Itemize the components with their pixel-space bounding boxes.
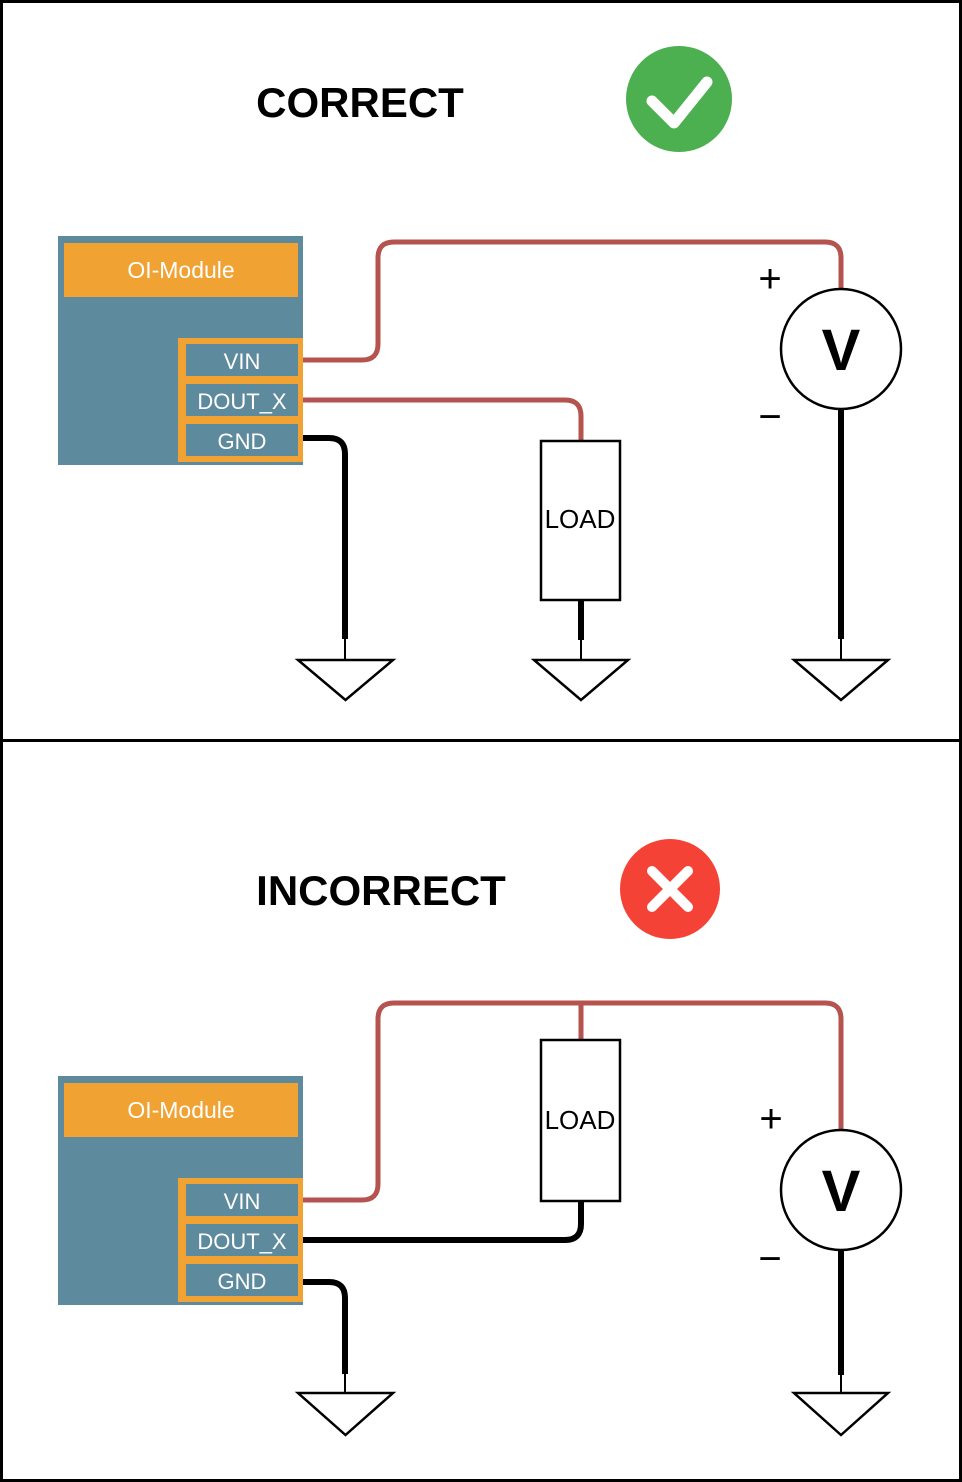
pin-gnd (186, 1264, 298, 1296)
checkmark-icon (646, 76, 713, 129)
oi-module-title: OI-Module (127, 257, 234, 283)
load-label: LOAD (545, 504, 616, 534)
wire-gnd-to-ground (303, 1279, 348, 1374)
pin-dout (186, 384, 298, 416)
voltmeter-label: V (822, 318, 861, 383)
wire-dout-to-load-bottom (303, 1201, 584, 1243)
pin-dout (186, 1224, 298, 1256)
voltmeter-label: V (822, 1159, 861, 1224)
pin-vin (186, 344, 298, 376)
wire-vin-to-meter-positive (303, 1000, 844, 1203)
load-box (539, 439, 622, 602)
incorrect-panel-title: INCORRECT (256, 867, 506, 914)
load-label: LOAD (545, 1105, 616, 1135)
pin-gnd-label: GND (218, 1269, 267, 1294)
pin-dout-label: DOUT_X (197, 1229, 287, 1254)
correct-panel-title: CORRECT (256, 79, 464, 126)
minus-terminal-label: − (758, 395, 781, 439)
pin-vin-label: VIN (224, 1189, 261, 1214)
incorrect-panel: INCORRECT OI-Module VIN DOUT_X GND LOAD … (58, 839, 903, 1437)
load-box (539, 1038, 622, 1203)
minus-terminal-label: − (758, 1237, 781, 1281)
voltmeter-circle (779, 287, 903, 411)
ground-symbol-meter (790, 1391, 892, 1437)
correct-panel: CORRECT OI-Module VIN DOUT_X GND LOAD V … (58, 46, 903, 702)
plus-terminal-label: + (759, 1097, 782, 1141)
x-mark-icon (647, 866, 693, 912)
pin-gnd (186, 424, 298, 456)
wire-gnd-to-ground (303, 435, 348, 639)
oi-module-title: OI-Module (127, 1097, 234, 1123)
oi-module-header (64, 243, 298, 297)
ground-symbol-module (294, 1391, 397, 1437)
plus-terminal-label: + (758, 257, 781, 301)
ground-symbol-load (530, 658, 632, 702)
pin-gnd-label: GND (218, 429, 267, 454)
voltmeter-circle (779, 1128, 903, 1252)
oi-module-header (64, 1083, 298, 1137)
wire-vin-to-meter-positive (303, 239, 844, 363)
pin-vin (186, 1184, 298, 1216)
pin-dout-label: DOUT_X (197, 389, 287, 414)
ground-symbol-module (294, 658, 397, 702)
wire-dout-to-load (303, 397, 584, 441)
pin-vin-label: VIN (224, 349, 261, 374)
check-circle-icon (626, 46, 732, 152)
ground-symbol-meter (790, 658, 892, 702)
